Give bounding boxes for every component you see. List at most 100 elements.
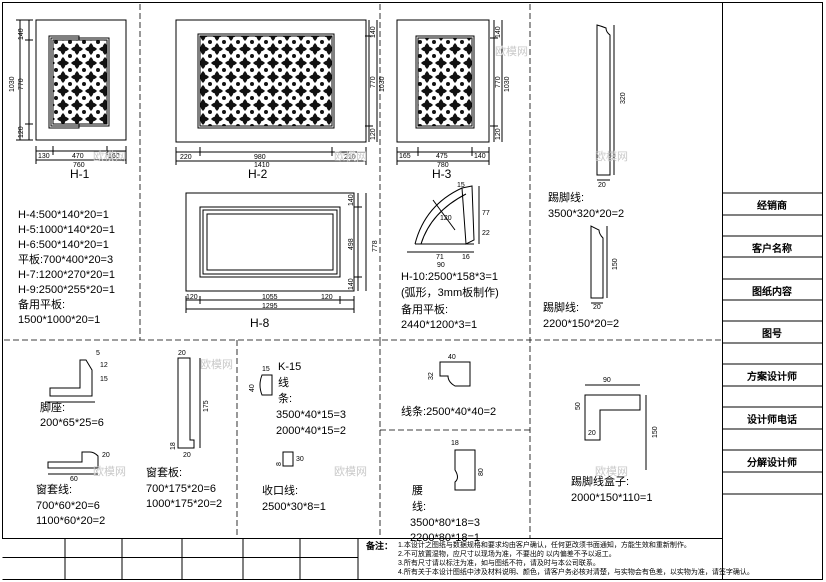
door-h2-label: H-2 bbox=[248, 167, 268, 181]
box-spec: 2000*150*110=1 bbox=[571, 492, 653, 504]
h2-dim-right: 210 bbox=[344, 154, 356, 161]
h2-dim-left: 220 bbox=[180, 154, 192, 161]
h3-dim-total: 780 bbox=[437, 162, 449, 169]
box-dim: 150 bbox=[652, 426, 659, 438]
strip-spec-line: 线条:2500*40*40=2 bbox=[401, 403, 496, 419]
window-board-label: 窗套板: bbox=[146, 467, 183, 479]
h8-dim-center: 498 bbox=[348, 238, 355, 250]
notes-line: 1.本设计之图纸与数据规格和要求均由客户确认，任何更改须书面通知，方能生效和重新… bbox=[398, 542, 691, 549]
door-h3-label: H-3 bbox=[432, 167, 452, 181]
panel-h8-label: H-8 bbox=[250, 316, 270, 330]
h1-dim-top: 140 bbox=[18, 28, 25, 40]
h1-dim-height: 1030 bbox=[9, 76, 16, 92]
strip-dim: 32 bbox=[428, 372, 435, 380]
h3-dim-bottom: 120 bbox=[495, 128, 502, 140]
h1-dim-total: 760 bbox=[73, 162, 85, 169]
notes-line: 3.所有尺寸请以标注为准，如与图纸不符，请及时与本公司联系。 bbox=[398, 560, 600, 567]
skirting-top-height-dim: 320 bbox=[620, 92, 627, 104]
h8-dim-top: 140 bbox=[348, 194, 355, 206]
box-dim: 90 bbox=[603, 377, 611, 384]
k15-spec: 3500*40*15=3 bbox=[276, 409, 347, 421]
watermark-text: 欧模网 bbox=[595, 150, 628, 163]
h3-dim-right: 140 bbox=[474, 153, 486, 160]
spec-item: H-6:500*140*20=1 bbox=[18, 239, 109, 251]
k15-spec: 2000*40*15=2 bbox=[276, 425, 347, 437]
window-board-dim: 18 bbox=[170, 442, 177, 450]
h3-dim-center: 770 bbox=[495, 76, 502, 88]
h10-spec: H-10:2500*158*3=1 bbox=[401, 271, 498, 283]
door-h1-drawing bbox=[16, 19, 127, 164]
title-row-dealer: 经销商 bbox=[757, 200, 787, 212]
title-row-designer-phone: 设计师电话 bbox=[747, 414, 797, 426]
base-dim: 15 bbox=[100, 376, 108, 383]
skirting-bottom-width-dim: 20 bbox=[593, 304, 601, 311]
watermark-text: 欧模网 bbox=[93, 150, 126, 163]
watermark-text: 欧模网 bbox=[495, 45, 528, 58]
watermark-text: 欧模网 bbox=[595, 465, 628, 478]
base-label: 脚座: bbox=[40, 402, 66, 414]
watermark-text: 欧模网 bbox=[200, 358, 233, 371]
skirting-top-label: 踢脚线: bbox=[548, 192, 585, 204]
box-label: 踢脚线盒子: bbox=[571, 476, 630, 488]
window-board-dim: 175 bbox=[203, 400, 210, 412]
k15-char: 条: bbox=[278, 393, 293, 405]
h1-dim-center: 770 bbox=[18, 78, 25, 90]
h10-spare-label: 备用平板: bbox=[401, 304, 449, 316]
parts-profiles bbox=[45, 357, 647, 491]
h10-note: (弧形，3mm板制作) bbox=[401, 287, 499, 299]
door-h3-drawing bbox=[396, 19, 503, 165]
window-line-dim: 60 bbox=[70, 476, 78, 483]
strip-spec: 2500*40*40=2 bbox=[426, 406, 497, 418]
trim-dim: 30 bbox=[296, 456, 304, 463]
window-line-dim: 20 bbox=[102, 452, 110, 459]
h3-dim-mid: 475 bbox=[436, 153, 448, 160]
h2-dim-center: 770 bbox=[370, 76, 377, 88]
k15-dim: 40 bbox=[249, 384, 256, 392]
h10-dim: 77 bbox=[482, 210, 490, 217]
panel-h8-drawing bbox=[185, 192, 367, 313]
h10-dim: 120 bbox=[440, 215, 452, 222]
notes-line: 2.不可放置湿物，应尺寸以现场为准，不要出的 以内偏差不予以返工。 bbox=[398, 551, 616, 558]
spec-item: H-7:1200*270*20=1 bbox=[18, 269, 115, 281]
spec-list: H-4:500*140*20=1 H-5:1000*140*20=1 H-6:5… bbox=[18, 208, 115, 328]
skirting-top-width-dim: 20 bbox=[598, 182, 606, 189]
window-board-spec: 700*175*20=6 bbox=[146, 483, 217, 495]
waist-dim: 80 bbox=[478, 468, 485, 476]
window-board-dim: 20 bbox=[178, 350, 186, 357]
h3-dim-height: 1030 bbox=[504, 76, 511, 92]
spec-item: H-5:1000*140*20=1 bbox=[18, 224, 115, 236]
h1-dim-right: 160 bbox=[108, 153, 120, 160]
skirting-profiles bbox=[590, 24, 615, 304]
h8-dim-right: 120 bbox=[321, 294, 333, 301]
notes-line: 4.所有关于本设计图纸中涉及材料说明、颜色，请客户务必核对清楚，与实物会有色差，… bbox=[398, 569, 754, 576]
section-dividers bbox=[4, 4, 722, 538]
h3-dim-left: 165 bbox=[399, 153, 411, 160]
title-row-designer: 方案设计师 bbox=[747, 371, 797, 383]
spec-item: H-4:500*140*20=1 bbox=[18, 209, 109, 221]
trim-spec: 2500*30*8=1 bbox=[262, 501, 326, 513]
skirting-bottom-label: 踢脚线: bbox=[543, 302, 580, 314]
h8-dim-left: 120 bbox=[186, 294, 198, 301]
base-spec: 200*65*25=6 bbox=[40, 417, 104, 429]
box-dim: 20 bbox=[588, 430, 596, 437]
trim-label: 收口线: bbox=[262, 485, 299, 497]
notes-heading: 备注： bbox=[366, 541, 394, 551]
title-block-lines bbox=[722, 192, 822, 495]
notes-body: 1.本设计之图纸与数据规格和要求均由客户确认，任何更改须书面通知，方能生效和重新… bbox=[398, 541, 754, 578]
watermark-text: 欧模网 bbox=[334, 465, 367, 478]
h2-dim-height: 1030 bbox=[379, 76, 386, 92]
h3-dim-top: 140 bbox=[495, 26, 502, 38]
door-h2-drawing bbox=[175, 19, 378, 165]
skirting-bottom-spec: 2200*150*20=2 bbox=[543, 318, 620, 330]
k15-char: 线 bbox=[278, 377, 289, 389]
spec-item: 平板:700*400*20=3 bbox=[18, 254, 114, 266]
title-row-detail-designer: 分解设计师 bbox=[747, 457, 797, 469]
h10-spare-spec: 2440*1200*3=1 bbox=[401, 319, 478, 331]
h10-dim: 15 bbox=[457, 182, 465, 189]
waist-spec: 3500*80*18=3 bbox=[410, 517, 481, 529]
h2-dim-top: 140 bbox=[370, 26, 377, 38]
window-line-label: 窗套线: bbox=[36, 484, 73, 496]
h10-dim: 16 bbox=[462, 254, 470, 261]
